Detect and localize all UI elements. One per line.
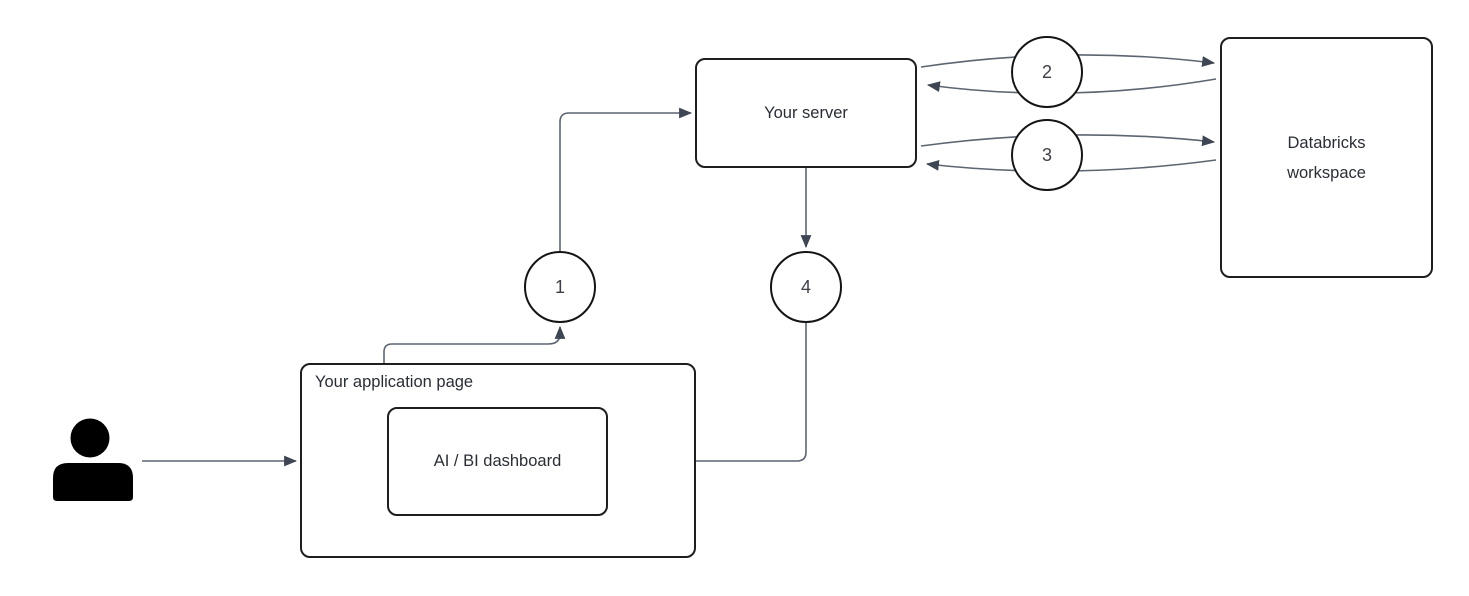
node-server: Your server	[695, 58, 917, 168]
node-databricks: Databricks workspace	[1220, 37, 1433, 278]
server-label: Your server	[764, 103, 848, 122]
dashboard-label: AI / BI dashboard	[433, 452, 562, 470]
node-dashboard: AI / BI dashboard	[387, 407, 608, 516]
databricks-label: Databricks workspace	[1287, 133, 1366, 182]
step-3-number: 3	[1041, 144, 1052, 165]
app-page-label: Your application page	[315, 373, 474, 391]
step-4-number: 4	[800, 276, 811, 297]
step-circle-1: 1	[524, 251, 596, 323]
arrow-step1-to-server	[559, 107, 693, 251]
step-circle-4: 4	[770, 251, 842, 323]
arrow-step4-to-dashboard	[611, 323, 807, 467]
arrow-app-page-to-step1	[383, 325, 566, 363]
node-app-page: Your application page	[300, 363, 696, 558]
step-1-number: 1	[554, 276, 565, 297]
step-2-number: 2	[1041, 61, 1052, 82]
user-icon	[53, 418, 133, 501]
step-circle-3: 3	[1011, 119, 1083, 191]
step-circle-2: 2	[1011, 36, 1083, 108]
